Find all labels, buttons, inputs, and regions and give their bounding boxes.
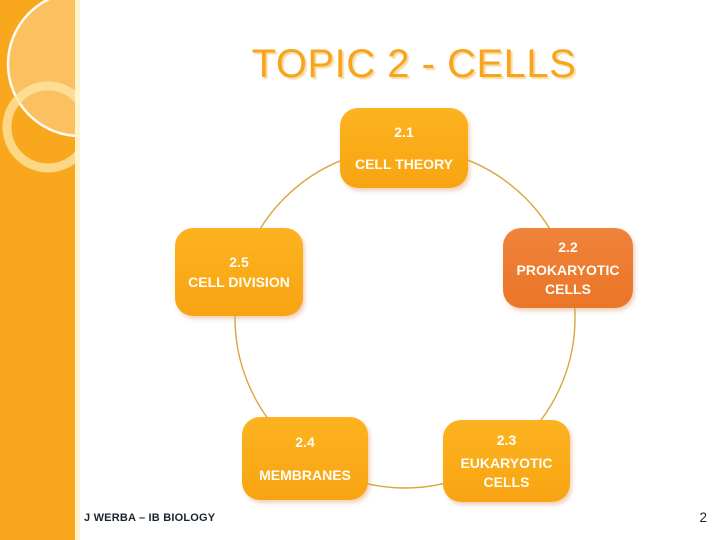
node-label: MEMBRANES xyxy=(259,466,351,483)
node-number: 2.1 xyxy=(394,123,414,140)
cycle-node-2-3-eukaryotic-cells: 2.3 EUKARYOTIC CELLS xyxy=(443,420,570,502)
page-number: 2 xyxy=(699,510,707,525)
decorative-circle-outline xyxy=(6,0,80,138)
node-label: PROKARYOTIC CELLS xyxy=(516,262,620,297)
sidebar-decoration xyxy=(0,0,80,540)
cycle-node-2-1-cell-theory: 2.1 CELL THEORY xyxy=(340,108,468,188)
cycle-node-2-4-membranes: 2.4 MEMBRANES xyxy=(242,417,368,500)
sidebar-edge-stripe xyxy=(75,0,80,540)
footer-author: J WERBA – IB BIOLOGY xyxy=(84,512,216,524)
node-number: 2.2 xyxy=(558,239,578,256)
node-number: 2.5 xyxy=(229,253,249,270)
node-label: EUKARYOTIC CELLS xyxy=(460,455,553,490)
page-title: TOPIC 2 - CELLS xyxy=(251,42,577,86)
node-label: CELL THEORY xyxy=(354,156,453,172)
node-number: 2.3 xyxy=(496,432,517,449)
cycle-node-2-2-prokaryotic-cells: 2.2 PROKARYOTIC CELLS xyxy=(503,228,633,308)
sidebar-circles-graphic xyxy=(2,0,80,173)
cycle-node-2-5-cell-division: 2.5 CELL DIVISION xyxy=(175,228,303,316)
node-label: CELL DIVISION xyxy=(188,274,290,290)
decorative-ring xyxy=(2,81,80,173)
node-number: 2.4 xyxy=(295,434,315,451)
